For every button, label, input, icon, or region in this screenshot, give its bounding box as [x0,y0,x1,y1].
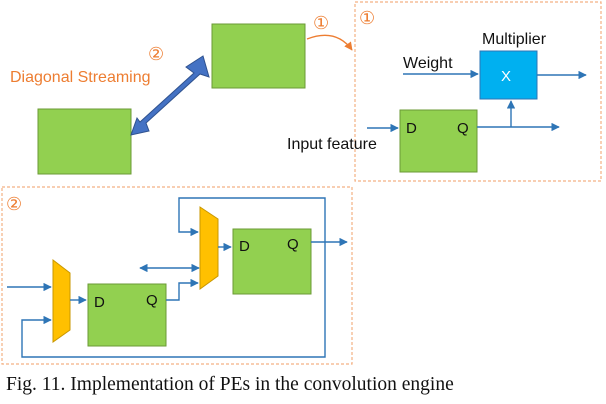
upper-feedback-wire [178,197,326,242]
figure-caption: Fig. 11. Implementation of PEs in the co… [6,374,454,395]
marker-1-label: ① [313,13,329,33]
lower-feedback-wire [21,242,326,358]
register-q-label: Q [457,120,469,137]
lower-d-label: D [94,294,105,311]
mux-lower [52,258,71,343]
pe-register-lower [87,283,167,347]
lower-pe-to-upper-mux-wire [166,278,199,301]
diagonal-streaming-arrow [130,55,210,136]
upper-d-label: D [239,238,250,255]
multiplier-label: Multiplier [482,31,547,48]
pe-block-lower [37,108,132,175]
weight-label: Weight [403,55,453,72]
lower-q-label: Q [146,292,158,309]
multiplier-block [479,50,538,100]
callout-arrow-1 [306,34,353,51]
pe-register [399,109,478,173]
detail-box-1 [354,1,602,182]
detail-box-2 [1,186,353,365]
marker-2-label: ② [148,44,164,64]
pe-block-upper [211,23,306,89]
mux-upper [199,206,219,290]
multiply-symbol: X [501,68,511,85]
upper-q-label: Q [287,236,299,253]
pe-register-upper [232,228,312,295]
detail-box-1-marker: ① [359,8,375,28]
diagonal-streaming-label: Diagonal Streaming [10,69,151,86]
detail-box-2-marker: ② [6,194,22,214]
input-feature-label: Input feature [287,136,377,153]
register-d-label: D [406,120,417,137]
